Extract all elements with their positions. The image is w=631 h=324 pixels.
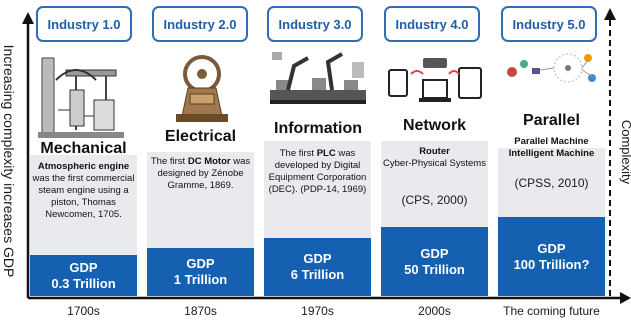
cpss-year-label: (CPSS, 2010) (514, 176, 589, 190)
x-label-1870s: 1870s (184, 304, 217, 318)
description-bold: DC Motor (187, 156, 231, 167)
gdp-value: 100 Trillion? (513, 256, 590, 272)
gdp-bar-industry-5: GDP 100 Trillion? (498, 217, 605, 296)
steam-engine-illustration (38, 57, 124, 138)
description-bold: Parallel Machine Intelligent Machine (508, 136, 595, 159)
description-bold: PLC (316, 148, 336, 159)
description-text: was designed by Zénobe Gramme, 1869. (157, 156, 251, 191)
x-label-coming-future: The coming future (503, 304, 600, 318)
dc-motor-illustration (176, 55, 228, 122)
gdp-bar-industry-4: GDP 50 Trillion (381, 227, 488, 296)
gdp-label: GDP (186, 256, 215, 271)
y-axis-label: Increasing complexity increases GDP (1, 44, 17, 278)
header-industry-4: Industry 4.0 (384, 6, 480, 42)
gdp-bar-industry-3: GDP 6 Trillion (264, 238, 371, 296)
description-text: Cyber-Physical Systems (383, 158, 486, 169)
era-title-network: Network (402, 117, 467, 134)
description-prefix: The first (279, 148, 317, 159)
era-title-parallel: Parallel (523, 112, 580, 129)
connected-devices-illustration (388, 58, 482, 102)
x-label-1700s: 1700s (67, 304, 100, 318)
header-industry-2: Industry 2.0 (152, 6, 248, 42)
x-label-2000s: 2000s (418, 304, 451, 318)
header-industry-5: Industry 5.0 (501, 6, 597, 42)
gdp-value: 6 Trillion (290, 267, 345, 282)
gdp-bar-industry-2: GDP 1 Trillion (147, 248, 254, 296)
complexity-axis-label: Complexity (619, 119, 631, 185)
gdp-label: GDP (537, 240, 566, 256)
gdp-value: 0.3 Trillion (51, 275, 116, 291)
description-text: was developed by Digital Equipment Corpo… (268, 148, 367, 195)
description-prefix: The first (150, 156, 188, 167)
gdp-label: GDP (303, 251, 332, 266)
description-bold: Router (419, 146, 450, 157)
gdp-value: 50 Trillion (404, 261, 465, 277)
gdp-bar-industry-1: GDP 0.3 Trillion (30, 255, 137, 296)
era-title-mechanical: Mechanical (40, 140, 127, 157)
description-industry-3: The first PLC was developed by Digital E… (267, 148, 368, 196)
era-title-electrical: Electrical (164, 128, 237, 145)
x-label-1970s: 1970s (301, 304, 334, 318)
parallel-systems-illustration (507, 53, 596, 83)
header-industry-1: Industry 1.0 (36, 6, 132, 42)
description-industry-1: Atmospheric engine was the first commerc… (32, 161, 135, 221)
description-industry-2: The first DC Motor was designed by Zénob… (150, 156, 251, 192)
cps-year-label: (CPS, 2000) (401, 193, 468, 207)
gdp-label: GDP (69, 259, 98, 275)
description-text: was the first commercial steam engine us… (32, 173, 135, 220)
description-bold: Atmospheric engine (37, 161, 130, 172)
gdp-value: 1 Trillion (173, 272, 228, 287)
era-title-information: Information (274, 120, 362, 137)
gdp-label: GDP (420, 245, 449, 261)
header-industry-3: Industry 3.0 (267, 6, 363, 42)
robot-assembly-line-illustration (270, 52, 366, 104)
description-industry-5: Parallel Machine Intelligent Machine (500, 136, 603, 160)
